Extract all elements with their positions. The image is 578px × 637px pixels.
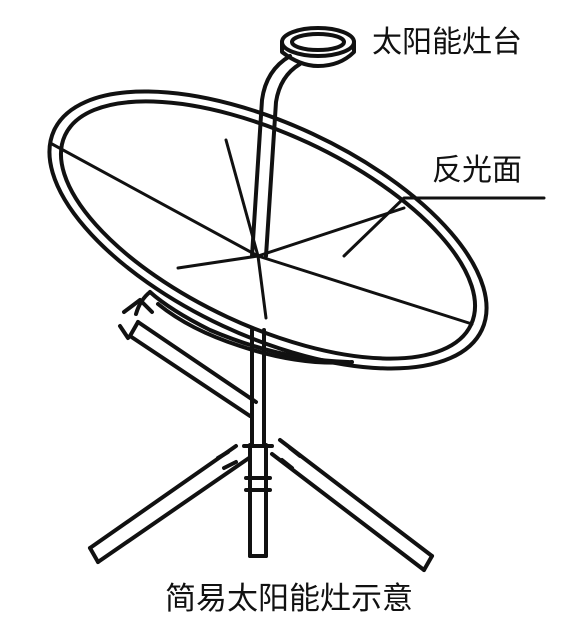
dish-ribs — [50, 138, 474, 326]
diagram-caption: 简易太阳能灶示意 — [165, 581, 413, 617]
cooker-stand-post — [250, 54, 302, 258]
cooker-stand-label: 太阳能灶台 — [372, 25, 522, 60]
tripod-legs — [88, 438, 434, 572]
cooker-ring — [280, 26, 356, 68]
tilt-support-arm — [118, 298, 258, 418]
dish-underside — [134, 290, 354, 365]
dish-outer-rim — [47, 89, 489, 371]
reflector-label: 反光面 — [432, 153, 522, 188]
tripod-left-leg — [88, 444, 251, 564]
tripod-center-leg — [244, 443, 272, 558]
tripod-right-leg — [270, 438, 434, 572]
reflector-leader-line — [342, 196, 546, 258]
